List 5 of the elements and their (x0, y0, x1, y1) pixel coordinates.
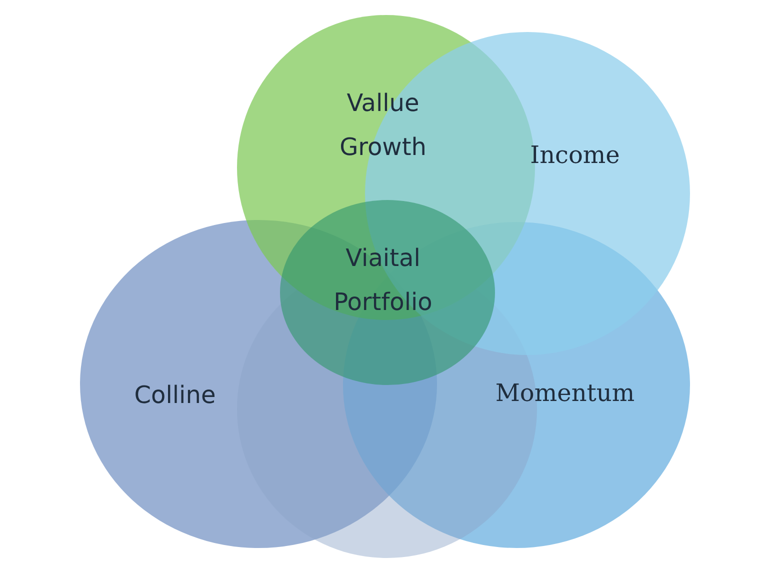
circle-label: Colline (133, 380, 217, 411)
circle-label: Viaital Portfolio (332, 243, 434, 318)
circle-label: Vallue Growth (338, 88, 428, 163)
circle-label: Momentum (494, 378, 636, 409)
circle-label: Income (529, 140, 621, 171)
